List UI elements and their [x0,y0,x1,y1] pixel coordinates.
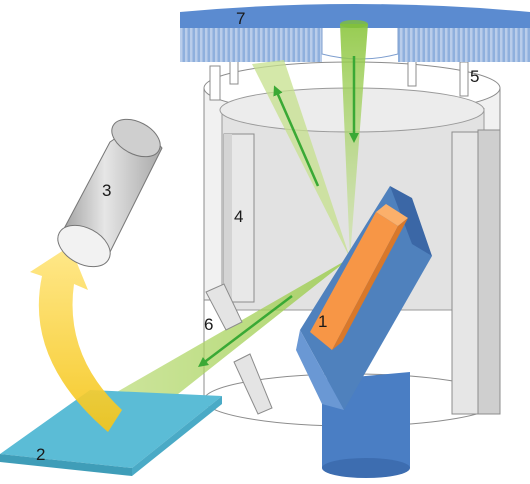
detector-panel-right [451,129,501,415]
label-screen: 2 [36,445,45,464]
label-pole-piece: 7 [236,9,245,28]
label-camera: 3 [102,181,111,200]
label-detector-5: 5 [470,67,479,86]
label-sample: 1 [318,312,327,331]
aperture-6 [205,283,273,415]
light-arrow [30,246,122,432]
beam-arrows [198,56,359,368]
label-aperture: 6 [204,315,213,334]
label-detector-4: 4 [234,207,243,226]
sample-1 [310,204,408,350]
detector-4 [223,133,255,303]
sample-holder [296,186,432,478]
phosphor-screen [0,390,222,476]
camera-3 [57,118,163,268]
